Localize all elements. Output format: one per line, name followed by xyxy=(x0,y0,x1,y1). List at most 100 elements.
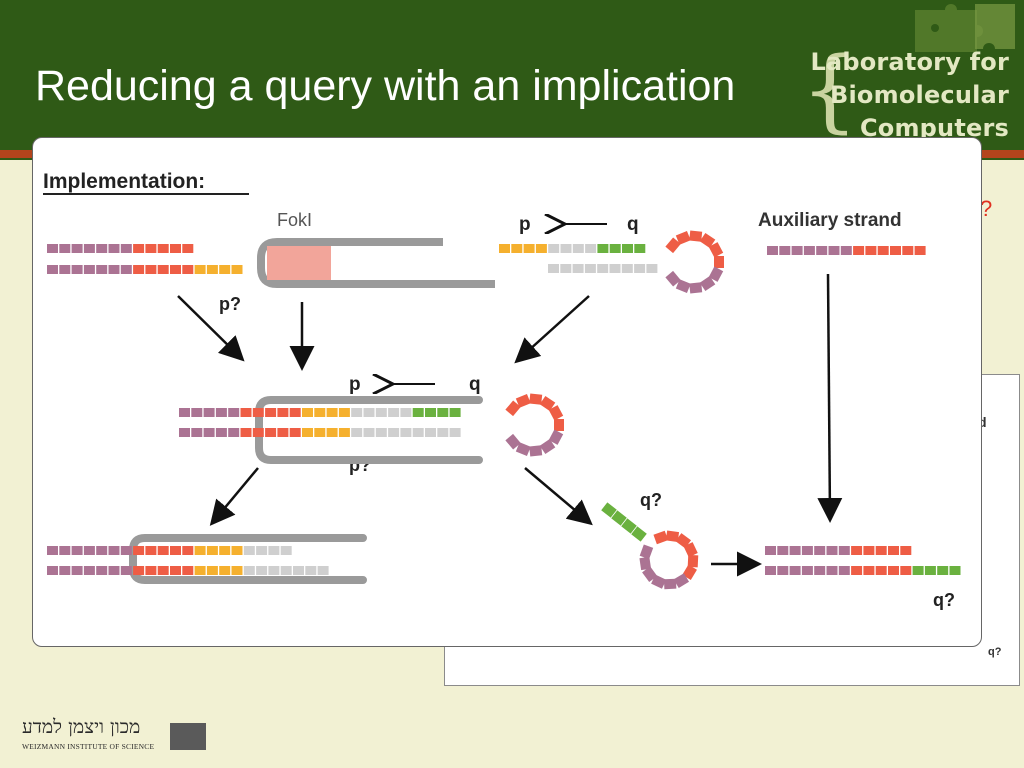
strand-base xyxy=(133,566,145,575)
strand-base xyxy=(108,265,120,274)
strand-base xyxy=(851,566,863,575)
strand-base xyxy=(133,244,145,253)
strand-base xyxy=(293,566,304,575)
strand-base xyxy=(289,408,301,417)
loop-base xyxy=(689,230,703,242)
strand-base xyxy=(203,408,215,417)
strand-base xyxy=(560,244,572,253)
loop-base xyxy=(708,242,724,258)
loop-base xyxy=(539,395,556,411)
hairpin-loop-middle xyxy=(505,393,564,457)
strand-base xyxy=(280,566,292,575)
strand-base xyxy=(219,566,231,575)
cleaved-strand-upper xyxy=(47,546,292,555)
loop-base xyxy=(642,566,658,583)
strand-base xyxy=(231,265,243,274)
strand-base xyxy=(206,546,218,555)
loop-base xyxy=(651,574,667,589)
strand-base xyxy=(96,566,108,575)
strand-base xyxy=(865,246,877,255)
strand-base xyxy=(157,546,169,555)
strand-base xyxy=(256,546,268,555)
loop-base xyxy=(683,542,698,558)
implementation-heading: Implementation: xyxy=(43,170,205,193)
strand-base xyxy=(59,566,71,575)
strand-base xyxy=(302,408,313,417)
strand-base xyxy=(621,264,633,273)
loop-base xyxy=(665,530,680,543)
loop-base xyxy=(665,237,681,254)
background-q-query-label: q? xyxy=(988,646,1002,658)
loop-base xyxy=(639,544,654,560)
strand-base xyxy=(170,265,181,274)
strand-base xyxy=(215,428,227,437)
lab-line-2: Biomolecular xyxy=(830,81,1009,109)
middle-strand-upper xyxy=(179,408,461,417)
slide-title: Reducing a query with an implication xyxy=(35,62,736,110)
strand-base xyxy=(182,546,194,555)
strand-base xyxy=(875,566,887,575)
strand-base xyxy=(71,244,83,253)
strand-base xyxy=(437,428,449,437)
strand-base xyxy=(83,244,95,253)
strand-base xyxy=(215,408,227,417)
strand-base xyxy=(268,566,280,575)
q-label-middle: q xyxy=(469,374,481,395)
strand-base xyxy=(305,566,317,575)
strand-base xyxy=(634,264,646,273)
strand-base xyxy=(789,546,801,555)
strand-base xyxy=(96,546,108,555)
q-query-label-final: q? xyxy=(933,590,955,610)
loop-base xyxy=(708,266,724,282)
strand-base xyxy=(47,546,58,555)
strand-base xyxy=(133,265,145,274)
strand-base xyxy=(170,566,181,575)
loop-base xyxy=(714,256,724,268)
strand-base xyxy=(388,408,400,417)
strand-base xyxy=(375,408,387,417)
strand-base xyxy=(351,428,363,437)
strand-base xyxy=(400,408,412,417)
strand-base xyxy=(265,428,277,437)
strand-base xyxy=(302,428,313,437)
foki-domain xyxy=(267,246,331,280)
strand-base xyxy=(120,566,132,575)
strand-base xyxy=(425,428,436,437)
strand-base xyxy=(791,246,803,255)
implementation-figure-panel: Implementation: FokI Auxiliary strand p?… xyxy=(32,137,982,647)
auxiliary-strand-label: Auxiliary strand xyxy=(758,210,902,231)
lab-name: Laboratory for Biomolecular Computers xyxy=(810,46,1009,145)
strand-base xyxy=(265,408,277,417)
strand-base xyxy=(548,244,560,253)
hairpin-strand-upper xyxy=(499,244,646,253)
strand-base xyxy=(937,566,949,575)
q-label-top: q xyxy=(627,214,639,235)
strand-base xyxy=(499,244,510,253)
loop-base xyxy=(515,442,531,456)
strand-base xyxy=(108,546,120,555)
strand-base xyxy=(511,244,523,253)
strand-base xyxy=(363,428,375,437)
strand-base xyxy=(765,566,776,575)
strand-base xyxy=(826,566,838,575)
strand-base xyxy=(388,428,400,437)
strand-base xyxy=(191,428,203,437)
strand-base xyxy=(912,566,924,575)
strand-base xyxy=(280,546,292,555)
strand-base xyxy=(83,566,95,575)
lab-line-1: Laboratory for xyxy=(810,48,1009,76)
released-q-hairpin xyxy=(601,502,647,542)
loop-base xyxy=(639,556,652,571)
strand-base xyxy=(145,265,157,274)
strand-base xyxy=(170,546,181,555)
strand-base xyxy=(828,246,840,255)
strand-base xyxy=(170,244,181,253)
top-left-strand-upper xyxy=(47,244,194,253)
strand-base xyxy=(888,566,899,575)
loop-base xyxy=(539,439,556,455)
strand-base xyxy=(585,244,597,253)
fokl-label: FokI xyxy=(277,210,312,230)
strand-base xyxy=(924,566,936,575)
strand-base xyxy=(203,428,215,437)
loop-base xyxy=(673,573,690,588)
